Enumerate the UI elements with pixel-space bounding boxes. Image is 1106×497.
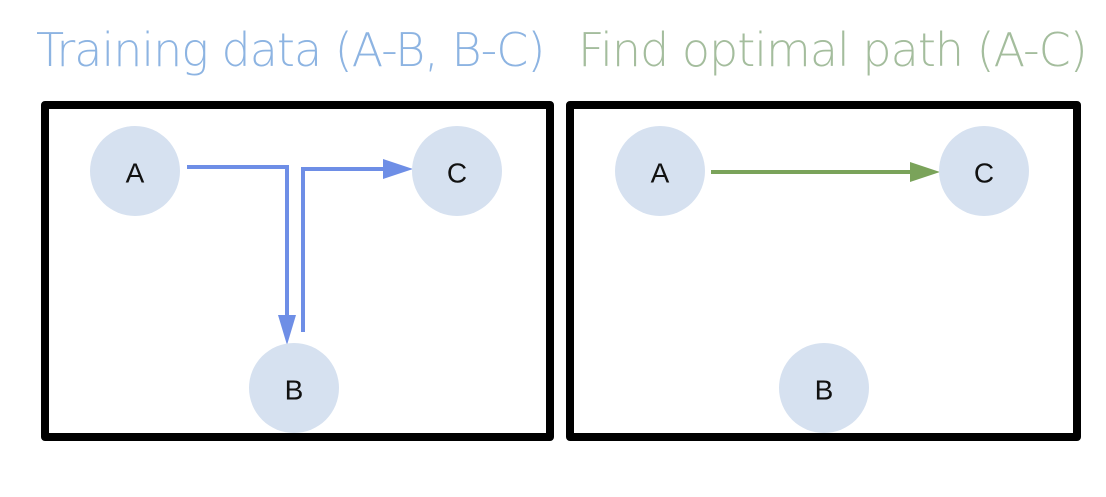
edge-b-to-c-arrowhead xyxy=(383,159,413,179)
node-c-label: C xyxy=(447,158,467,189)
node-c: C xyxy=(412,126,502,216)
node-a-label: A xyxy=(126,158,145,189)
training-data-panel: A B C xyxy=(41,101,554,441)
node-a: A xyxy=(90,126,180,216)
edge-a-to-b-arrowhead xyxy=(278,315,296,345)
node-a: A xyxy=(615,126,705,216)
training-data-title: Training data (A-B, B-C) xyxy=(36,23,545,77)
edge-b-to-c-arrow xyxy=(301,167,387,332)
edge-a-to-b-arrow xyxy=(187,165,292,336)
optimal-path-diagram: A B C xyxy=(615,126,1029,433)
optimal-path-title: Find optimal path (A-C) xyxy=(578,23,1088,77)
node-c-label: C xyxy=(974,158,994,189)
node-a-label: A xyxy=(651,158,670,189)
node-b-label: B xyxy=(815,375,834,406)
optimal-path-panel: A B C xyxy=(566,101,1081,441)
node-c: C xyxy=(939,126,1029,216)
training-data-diagram: A B C xyxy=(90,126,502,433)
node-b-label: B xyxy=(285,375,304,406)
node-b: B xyxy=(249,343,339,433)
node-b: B xyxy=(779,343,869,433)
edge-a-to-c-arrowhead xyxy=(910,162,940,182)
